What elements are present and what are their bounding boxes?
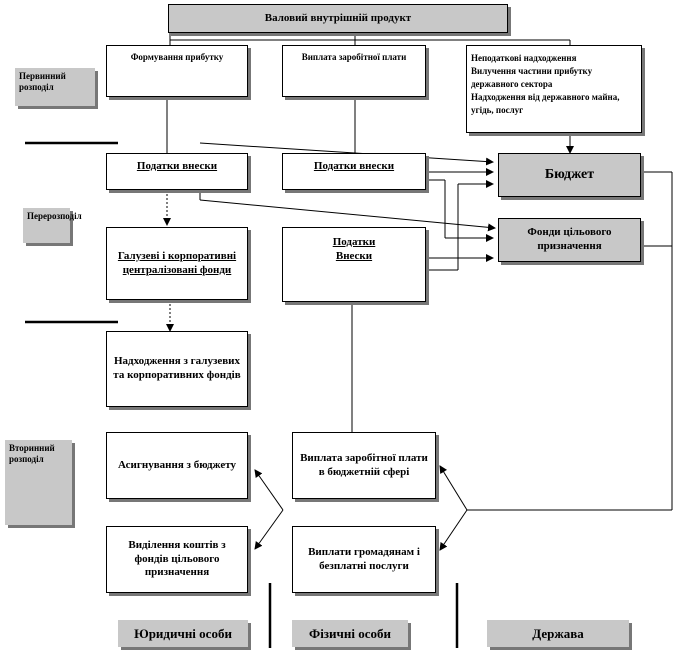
taxes-contributions-row3: Податки Внески <box>282 227 426 302</box>
level-secondary: Вторинний розподіл <box>5 440 72 525</box>
level-primary: Первинний розподіл <box>15 68 95 106</box>
budget-box: Бюджет <box>498 153 641 197</box>
individuals-label: Фізичні особи <box>292 620 408 647</box>
target-funds-box: Фонди цільового призначення <box>498 218 641 262</box>
legal-entities-label: Юридичні особи <box>118 620 248 647</box>
budget-appropriations-box: Асигнування з бюджету <box>106 432 248 499</box>
taxes-contributions-middle: Податки внески <box>282 153 426 190</box>
nontax-revenue-box: Неподаткові надходження Вилучення частин… <box>466 45 642 133</box>
taxes-contributions-left: Податки внески <box>106 153 248 190</box>
citizen-payments-box: Виплати громадянам і безплатні послуги <box>292 526 436 593</box>
profit-formation-box: Формування прибутку <box>106 45 248 97</box>
public-sector-wages-box: Виплата заробітної плати в бюджетній сфе… <box>292 432 436 499</box>
level-redistribution: Перерозподіл <box>23 208 82 243</box>
state-label: Держава <box>487 620 629 647</box>
sectoral-funds-box: Галузеві і корпоративні централізовані ф… <box>106 227 248 300</box>
gdp-title: Валовий внутрішній продукт <box>168 4 508 33</box>
sectoral-fund-receipts-box: Надходження з галузевих та корпоративних… <box>106 331 248 407</box>
target-fund-allocation-box: Виділення коштів з фондів цільового приз… <box>106 526 248 593</box>
wage-payment-box: Виплата заробітної плати <box>282 45 426 97</box>
